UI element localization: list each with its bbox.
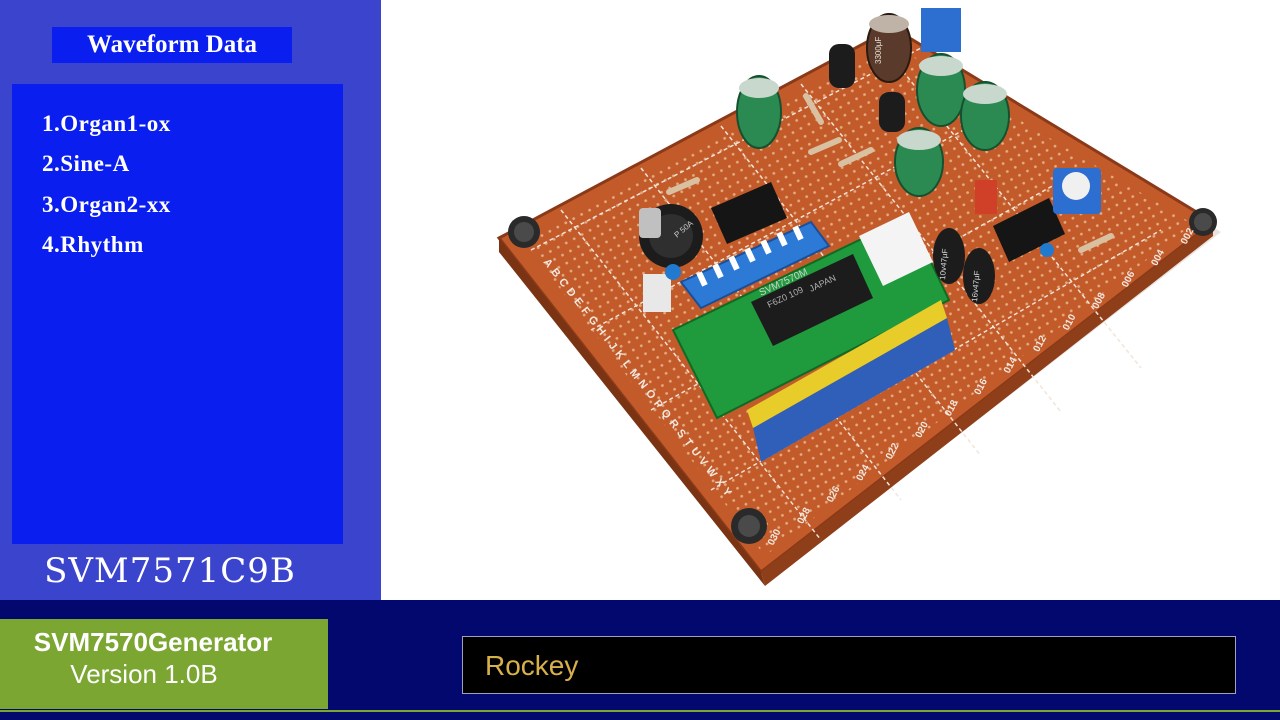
waveform-item-rhythm[interactable]: 4.Rhythm <box>42 232 144 257</box>
app-version: Version 1.0B <box>70 659 218 689</box>
status-text: Rockey <box>485 650 579 681</box>
cap-label-3300: 3300μF <box>874 37 883 64</box>
waveform-item-organ1[interactable]: 1.Organ1-ox <box>42 111 171 136</box>
waveform-item-organ2[interactable]: 3.Organ2-xx <box>42 192 171 217</box>
bottom-accent-strip <box>0 710 1280 712</box>
bottom-bar: SVM7570Generator Version 1.0B Rockey <box>0 600 1280 720</box>
model-number-label: SVM7571C9B <box>44 551 296 591</box>
circuit-board-photo: SVM7570M F6Z0 109 JAPAN P 50A <box>381 0 1280 600</box>
cap-label-16v: 16v47μF <box>970 270 982 302</box>
waveform-item-sine[interactable]: 2.Sine-A <box>42 151 130 176</box>
cap-label-10v: 10v47μF <box>938 248 950 280</box>
waveform-sidebar: Waveform Data 1.Organ1-ox 2.Sine-A 3.Org… <box>0 0 381 600</box>
waveform-list: 1.Organ1-ox 2.Sine-A 3.Organ2-xx 4.Rhyth… <box>12 84 343 544</box>
app-name: SVM7570Generator <box>33 627 273 657</box>
status-display: Rockey <box>462 636 1236 694</box>
circuit-board-image: SVM7570M F6Z0 109 JAPAN P 50A <box>496 8 1221 586</box>
waveform-data-title: Waveform Data <box>52 27 292 63</box>
app-info-box: SVM7570Generator Version 1.0B <box>0 619 328 709</box>
